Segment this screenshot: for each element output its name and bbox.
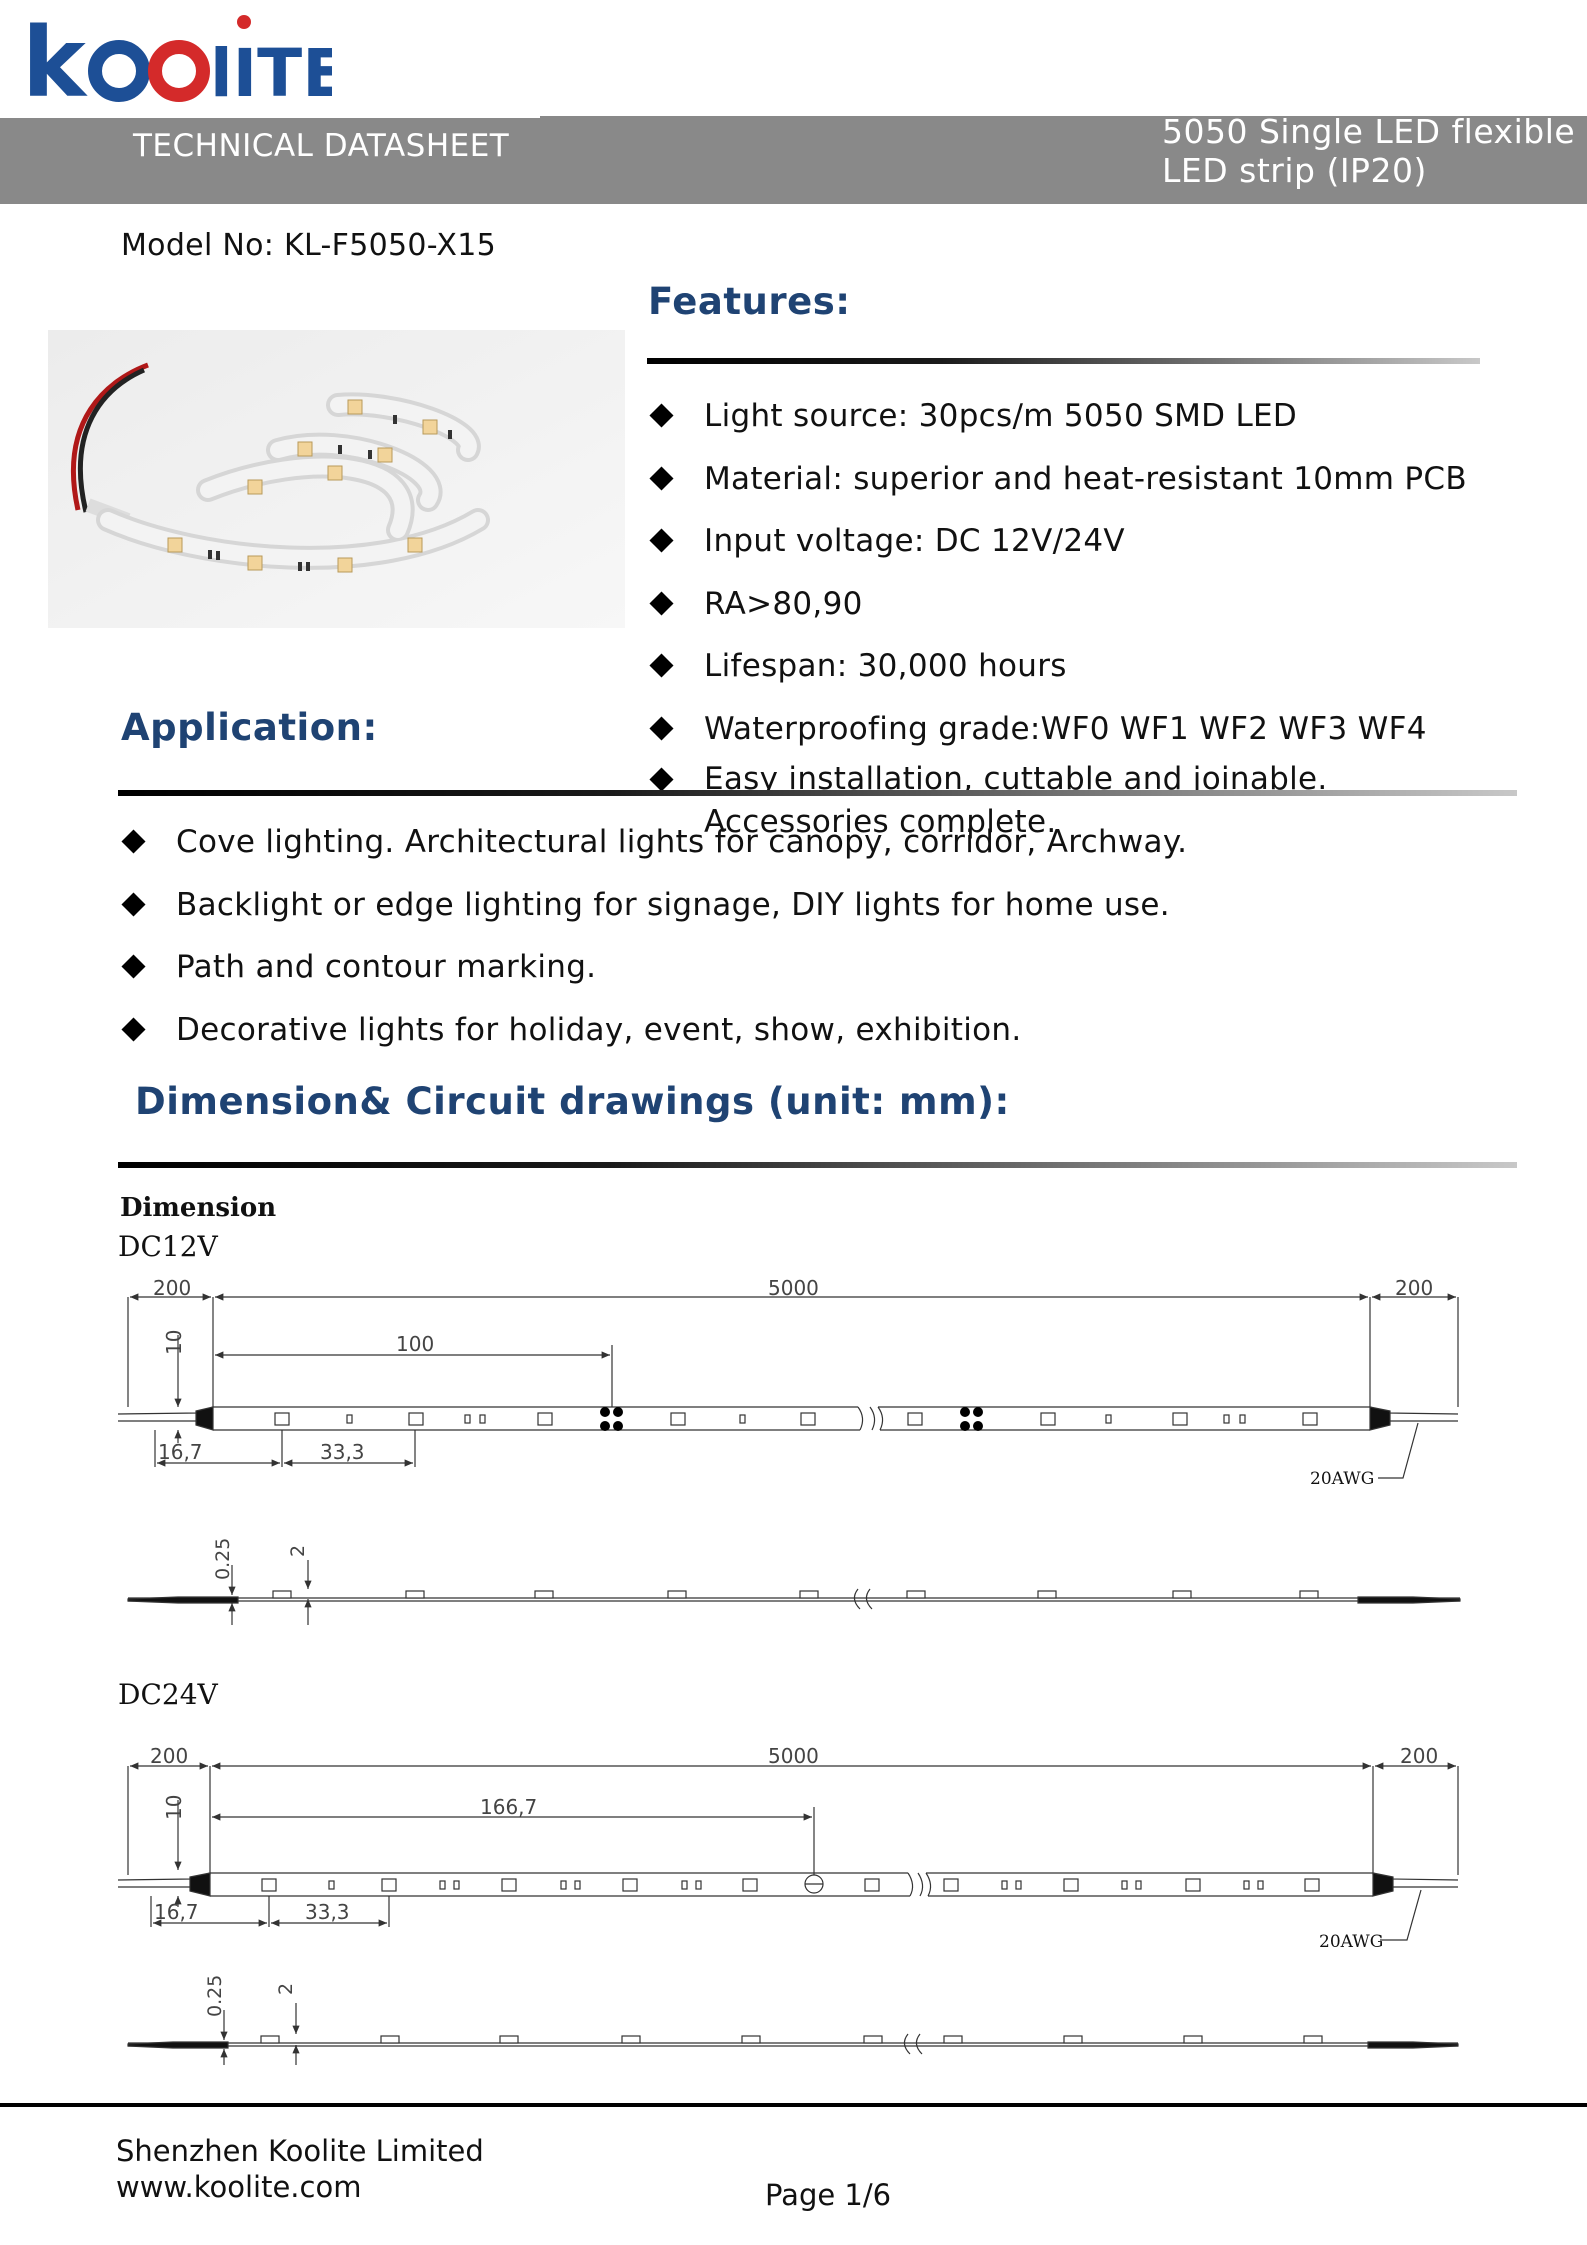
- dc12v-offset: 16,7: [158, 1440, 203, 1464]
- dc24v-led-height: 2: [275, 1983, 297, 1995]
- dc12v-pitch: 33,3: [320, 1440, 365, 1464]
- features-title: Features:: [648, 280, 851, 323]
- header-band: [0, 116, 1587, 204]
- dc24v-segment: 166,7: [480, 1795, 537, 1819]
- dc12v-drawing: DC12V 200 5000 200 100 10: [118, 1230, 1461, 1625]
- application-text: Backlight or edge lighting for signage, …: [176, 886, 1170, 923]
- dc24v-lead-right: 200: [1400, 1744, 1438, 1768]
- header-product-line1: 5050 Single LED flexible: [1162, 112, 1576, 151]
- dc24v-thickness: 0.25: [204, 1975, 226, 2017]
- feature-item: RA>80,90: [648, 582, 1467, 645]
- features-divider: [647, 358, 1480, 364]
- logo-dot: [237, 15, 251, 29]
- logo-letter-o2: [148, 40, 210, 102]
- header-product-name: 5050 Single LED flexible LED strip (IP20…: [1162, 112, 1575, 190]
- dc12v-segment: 100: [396, 1332, 434, 1356]
- dimension-drawing: Dimension DC12V 200 5000 200 100 10: [118, 1193, 1461, 2065]
- footer-page-number: Page 1/6: [765, 2178, 892, 2212]
- dc24v-width: 10: [162, 1795, 186, 1820]
- application-text: Path and contour marking.: [176, 949, 597, 985]
- feature-item: Easy installation, cuttable and joinable…: [648, 758, 1404, 840]
- feature-item: Waterproofing grade:WF0 WF1 WF2 WF3 WF4: [648, 707, 1467, 758]
- logo-letters-lite: lITE: [210, 35, 332, 104]
- dimension-title: Dimension& Circuit drawings (unit: mm):: [135, 1080, 1010, 1123]
- application-list: Cove lighting. Architectural lights for …: [120, 820, 1187, 1070]
- dc24v-label: DC24V: [118, 1678, 219, 1711]
- feature-text: RA>80,90: [704, 585, 863, 622]
- feature-text: Light source: 30pcs/m 5050 SMD LED: [704, 398, 1298, 434]
- bullet-diamond-icon: [649, 528, 674, 553]
- header-tab: [0, 104, 540, 118]
- feature-item: Material: superior and heat-resistant 10…: [648, 457, 1467, 520]
- dc12v-lead-right: 200: [1395, 1276, 1433, 1300]
- bullet-diamond-icon: [121, 829, 146, 854]
- application-item: Cove lighting. Architectural lights for …: [120, 820, 1187, 883]
- feature-text: Waterproofing grade:WF0 WF1 WF2 WF3 WF4: [704, 710, 1427, 747]
- footer-divider: [0, 2103, 1587, 2107]
- bullet-diamond-icon: [121, 891, 146, 917]
- bullet-diamond-icon: [121, 1016, 146, 1042]
- dc12v-thickness: 0.25: [212, 1538, 234, 1580]
- application-text: Decorative lights for holiday, event, sh…: [176, 1011, 1022, 1048]
- application-text: Cove lighting. Architectural lights for …: [176, 824, 1188, 860]
- koolite-logo: k lITE: [22, 14, 332, 104]
- header-product-line2: LED strip (IP20): [1162, 151, 1427, 190]
- feature-text: Material: superior and heat-resistant 10…: [704, 460, 1467, 497]
- bullet-diamond-icon: [649, 590, 674, 616]
- dc12v-wire: 20AWG: [1310, 1469, 1374, 1489]
- dc12v-lead-left: 200: [153, 1276, 191, 1300]
- bullet-diamond-icon: [649, 403, 674, 428]
- footer-company: Shenzhen Koolite Limited: [116, 2134, 484, 2168]
- application-item: Decorative lights for holiday, event, sh…: [120, 1008, 1187, 1071]
- model-number: Model No: KL-F5050-X15: [121, 228, 496, 263]
- application-item: Path and contour marking.: [120, 945, 1187, 1008]
- application-divider: [118, 790, 1517, 796]
- dc24v-length: 5000: [768, 1744, 819, 1768]
- application-item: Backlight or edge lighting for signage, …: [120, 883, 1187, 946]
- drawing-heading: Dimension: [120, 1193, 276, 1223]
- footer-website-link[interactable]: www.koolite.com: [116, 2170, 362, 2204]
- feature-text: Lifespan: 30,000 hours: [704, 648, 1067, 684]
- logo-letter-o1: [88, 40, 150, 102]
- bullet-diamond-icon: [649, 715, 674, 741]
- dc12v-length: 5000: [768, 1276, 819, 1300]
- features-list: Light source: 30pcs/m 5050 SMD LED Mater…: [648, 394, 1467, 840]
- dc12v-width: 10: [162, 1330, 186, 1355]
- dc24v-offset: 16,7: [154, 1900, 199, 1924]
- feature-item: Lifespan: 30,000 hours: [648, 644, 1467, 707]
- dimension-divider: [118, 1162, 1517, 1168]
- application-title: Application:: [121, 706, 378, 749]
- header-document-type: TECHNICAL DATASHEET: [133, 128, 510, 164]
- dc24v-drawing: DC24V 200 5000 200 166,7 10: [118, 1678, 1459, 2065]
- feature-text: Input voltage: DC 12V/24V: [704, 523, 1125, 559]
- dc12v-led-height: 2: [287, 1545, 309, 1557]
- feature-item: Light source: 30pcs/m 5050 SMD LED: [648, 394, 1467, 457]
- led-strip-photo: [48, 330, 625, 628]
- dc24v-pitch: 33,3: [305, 1900, 350, 1924]
- bullet-diamond-icon: [649, 766, 674, 792]
- logo-letter-k: k: [22, 14, 88, 104]
- bullet-diamond-icon: [649, 653, 674, 678]
- feature-item: Input voltage: DC 12V/24V: [648, 519, 1467, 582]
- dc12v-label: DC12V: [118, 1230, 219, 1263]
- dc24v-lead-left: 200: [150, 1744, 188, 1768]
- bullet-diamond-icon: [121, 954, 146, 979]
- bullet-diamond-icon: [649, 465, 674, 491]
- dc24v-wire: 20AWG: [1319, 1932, 1383, 1952]
